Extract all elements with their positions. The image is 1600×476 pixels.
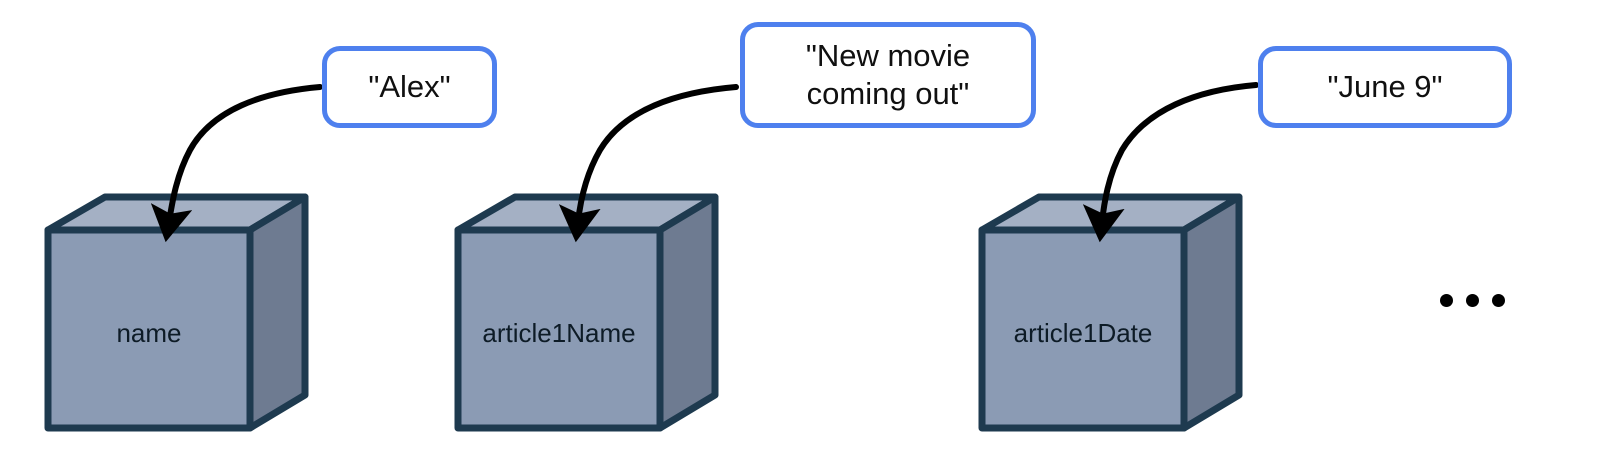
cube-name-front-face [44,226,254,432]
cube-name [44,193,309,432]
ellipsis-dot [1466,294,1479,307]
cube-article1date-top-face [978,193,1243,234]
cube-article1date [978,193,1243,432]
callout-june-9-text: "June 9" [1327,69,1443,105]
cube-article1name-front-face [454,226,664,432]
callout-alex[interactable]: "Alex" [322,46,497,128]
arrow-alex-to-name [150,84,323,243]
ellipsis-indicator [1440,294,1505,307]
cube-article1date-side-face [1180,193,1243,432]
arrow-new-movie-to-article1name [558,84,739,243]
cube-name-side-face [246,193,309,432]
callout-june-9[interactable]: "June 9" [1258,46,1512,128]
ellipsis-dot [1440,294,1453,307]
cube-article1name [454,193,719,432]
callout-new-movie-coming-out[interactable]: "New movie coming out" [740,22,1036,128]
cube-article1date-front-face [978,226,1188,432]
cube-article1name-top-face [454,193,719,234]
callout-alex-text: "Alex" [368,69,451,105]
cube-article1date-label: article1Date [1013,318,1153,348]
cube-name-top-face [44,193,309,234]
cube-article1name-side-face [656,193,719,432]
cube-article1name-label: article1Name [482,318,636,348]
arrow-june9-to-article1date [1082,82,1259,243]
ellipsis-dot [1492,294,1505,307]
callout-new-movie-coming-out-text: "New movie coming out" [805,38,971,111]
cube-name-label: name [116,318,182,348]
